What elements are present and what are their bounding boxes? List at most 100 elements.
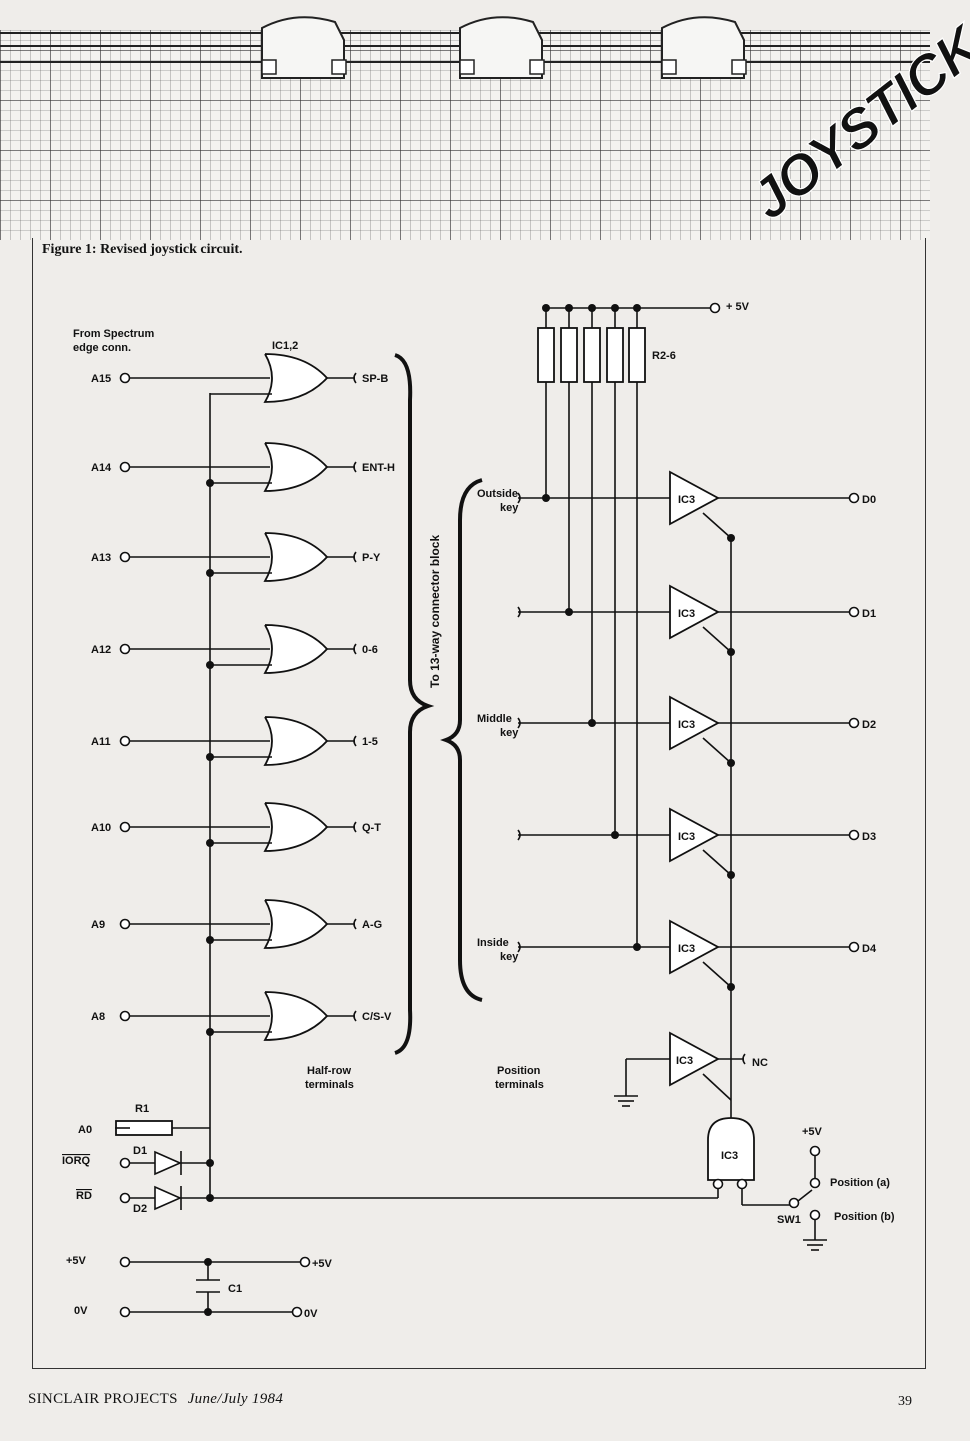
half-row-label-2: terminals (305, 1079, 354, 1091)
switch-supply-terminal (809, 1145, 821, 1157)
supply-terminal (709, 302, 721, 314)
rail-junction (206, 1028, 214, 1036)
iorq-label: IORQ (62, 1155, 91, 1167)
rail-junction (206, 479, 214, 487)
diode-d1 (154, 1150, 182, 1176)
data-output-label-4: D4 (862, 943, 877, 955)
position-b-terminal (809, 1209, 821, 1221)
rail-junction (206, 569, 214, 577)
publication-name: SINCLAIR PROJECTS (28, 1391, 178, 1407)
half-row-output-5: Q-T (362, 822, 381, 834)
half-row-output-1: ENT-H (362, 462, 395, 474)
plus5-left-terminal (119, 1256, 131, 1268)
rail-junction (206, 661, 214, 669)
zero-right-terminal (291, 1306, 303, 1318)
buffer-ic3 (669, 584, 720, 640)
or-gate-a10: A10 Q-T (91, 802, 381, 852)
plus5-right: +5V (312, 1258, 333, 1270)
supply-junction (633, 304, 641, 312)
or-gate-symbol (263, 442, 329, 492)
figure-caption: Figure 1: Revised joystick circuit. (42, 242, 243, 257)
resistor-array-label: R2-6 (652, 350, 676, 362)
r1-label: R1 (135, 1103, 149, 1115)
supply-junction (565, 304, 573, 312)
half-row-output-0: SP-B (362, 373, 388, 385)
enable-junction (727, 759, 735, 767)
half-row-output-3: 0-6 (362, 644, 378, 656)
zero-left: 0V (74, 1305, 88, 1317)
sw1-label: SW1 (777, 1214, 801, 1226)
zero-left-terminal (119, 1306, 131, 1318)
key-label-line2: key (500, 502, 519, 514)
supply-junction (588, 304, 596, 312)
iorq-terminal (119, 1157, 131, 1169)
or-gate-symbol (263, 532, 329, 582)
enable-junction (727, 648, 735, 656)
resistor-r4 (583, 327, 601, 383)
data-output-label-2: D2 (862, 719, 876, 731)
half-row-label-1: Half-row (307, 1065, 351, 1077)
key-label-line1: Outside (477, 488, 518, 500)
connector-brace-left (394, 353, 435, 1055)
address-label-a15: A15 (91, 373, 111, 385)
plus5-right-terminal (299, 1256, 311, 1268)
address-terminal-a11 (119, 735, 131, 747)
data-output-terminal (848, 606, 860, 618)
address-terminal-a13 (119, 551, 131, 563)
or-gate-a8: A8 C/S-V (91, 991, 392, 1041)
header-graph-paper: JOYSTICK (0, 11, 970, 240)
switch-supply-label: +5V (802, 1126, 823, 1138)
key-junction (633, 943, 641, 951)
address-label-a8: A8 (91, 1011, 105, 1023)
position-a-label: Position (a) (830, 1177, 890, 1189)
address-label-a12: A12 (91, 644, 111, 656)
data-output-label-0: D0 (862, 494, 876, 506)
buffer-label: IC3 (678, 719, 695, 731)
buffer-label-nc: IC3 (676, 1055, 693, 1067)
c1-label: C1 (228, 1283, 242, 1295)
half-row-output-7: C/S-V (362, 1011, 392, 1023)
or-gate-group-label: IC1,2 (272, 340, 298, 352)
or-gate-a12: A12 0-6 (91, 624, 378, 674)
supply-label: + 5V (726, 301, 750, 313)
and-gate-label: IC3 (721, 1150, 738, 1162)
address-label-a11: A11 (91, 736, 111, 748)
key-label-line1: Middle (477, 713, 512, 725)
address-terminal-a9 (119, 918, 131, 930)
rail-junction (206, 839, 214, 847)
zero-right: 0V (304, 1308, 318, 1320)
d2-label: D2 (133, 1203, 147, 1215)
enable-junction (727, 983, 735, 991)
buffer-row-1: IC3 D1 (517, 382, 876, 656)
buffer-nc: IC3 (614, 1031, 746, 1107)
or-gate-symbol (263, 624, 329, 674)
key-junction (611, 831, 619, 839)
source-label-2: edge conn. (73, 342, 131, 354)
data-output-label-3: D3 (862, 831, 876, 843)
rail-junction (206, 936, 214, 944)
or-gate-symbol (263, 802, 329, 852)
iorq-junction (206, 1159, 214, 1167)
address-terminal-a15 (119, 372, 131, 384)
key-junction (542, 494, 550, 502)
and-input-bubble-2 (736, 1178, 748, 1190)
source-label-1: From Spectrum (73, 328, 155, 340)
binder-ring-2 (459, 16, 545, 79)
rd-junction (206, 1194, 214, 1202)
or-gate-symbol (263, 716, 329, 766)
or-gate-symbol (263, 899, 329, 949)
buffer-label: IC3 (678, 608, 695, 620)
and-gate-ic3 (707, 1117, 755, 1190)
data-output-label-1: D1 (862, 608, 876, 620)
diode-d2 (154, 1185, 182, 1211)
address-label-a10: A10 (91, 822, 111, 834)
enable-junction (727, 871, 735, 879)
